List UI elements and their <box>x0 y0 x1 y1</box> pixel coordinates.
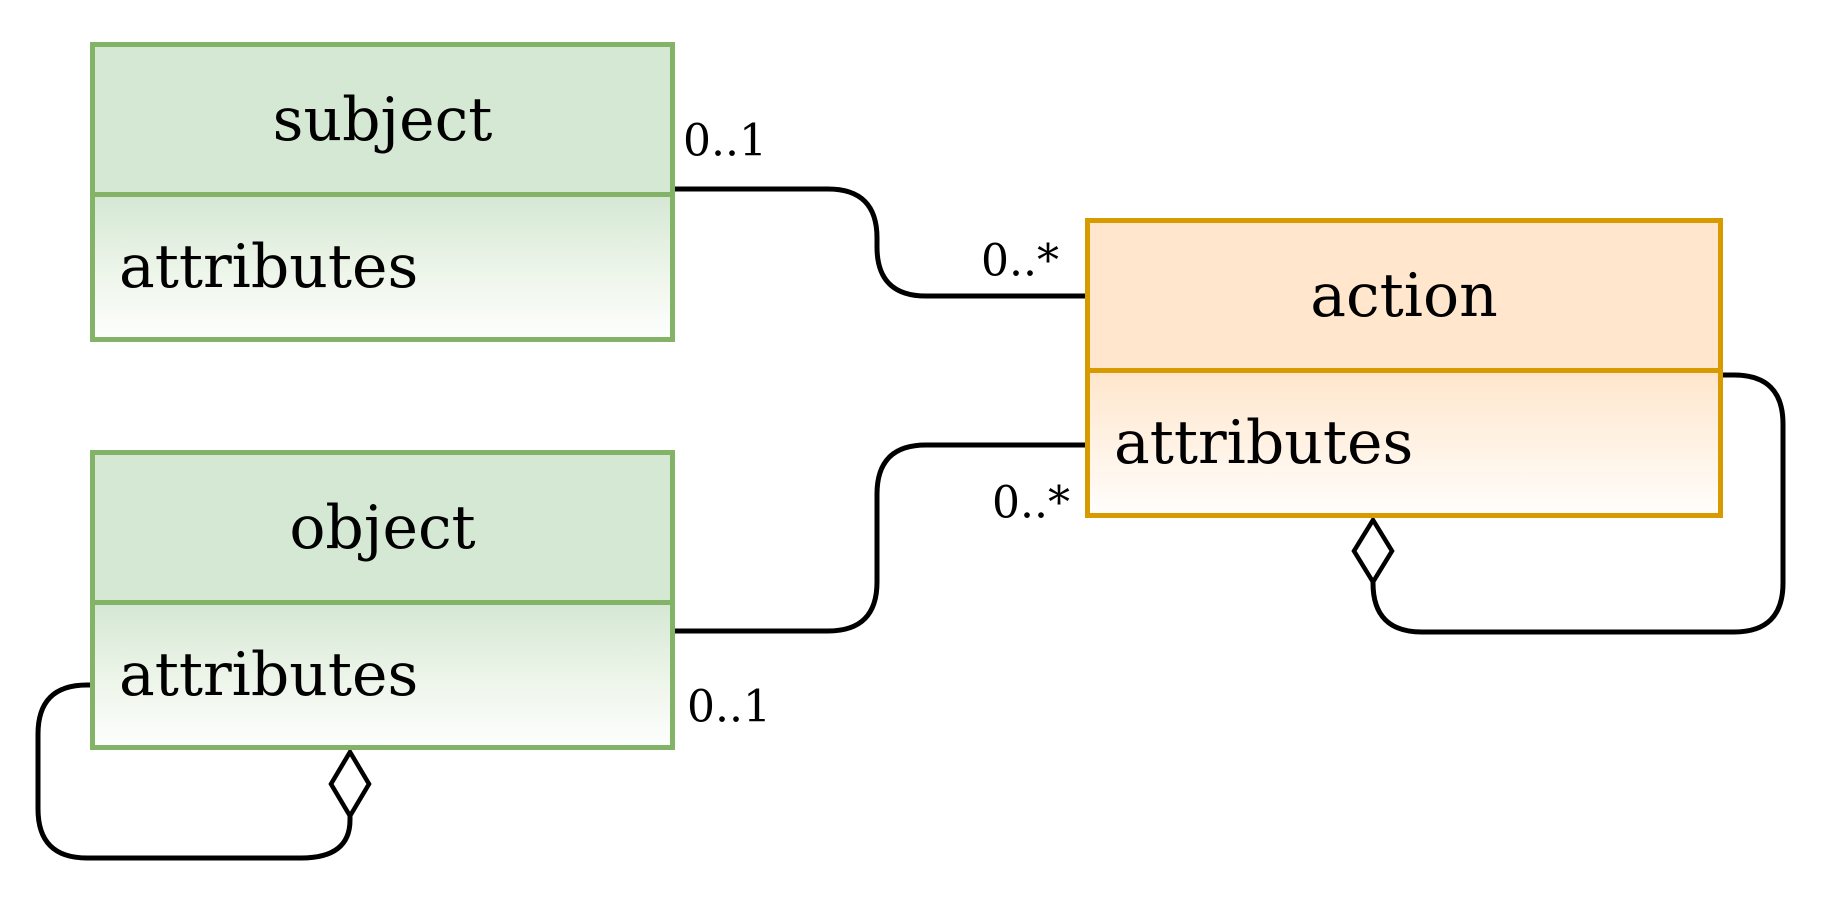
entity-subject-attributes: attributes <box>95 197 670 337</box>
entity-subject-title: subject <box>95 47 670 197</box>
multiplicity-label-action-end-from-object: 0..* <box>992 477 1070 529</box>
entity-action-attributes: attributes <box>1090 373 1718 513</box>
connector-action-self-loop[interactable] <box>1370 372 1786 635</box>
aggregation-diamond-object-icon[interactable] <box>328 747 372 821</box>
entity-object-title: object <box>95 455 670 605</box>
entity-subject[interactable]: subject attributes <box>90 42 675 342</box>
connector-object-action[interactable] <box>675 442 1087 634</box>
entity-action[interactable]: action attributes <box>1085 218 1723 518</box>
multiplicity-label-subject-end: 0..1 <box>683 115 767 167</box>
entity-object-attributes: attributes <box>95 605 670 745</box>
entity-object[interactable]: object attributes <box>90 450 675 750</box>
aggregation-diamond-action-icon[interactable] <box>1351 515 1395 587</box>
entity-action-title: action <box>1090 223 1718 373</box>
connector-object-self-loop[interactable] <box>35 682 353 861</box>
connector-subject-action[interactable] <box>675 186 1087 299</box>
multiplicity-label-object-end: 0..1 <box>687 681 771 733</box>
multiplicity-label-action-end-from-subject: 0..* <box>981 235 1059 287</box>
